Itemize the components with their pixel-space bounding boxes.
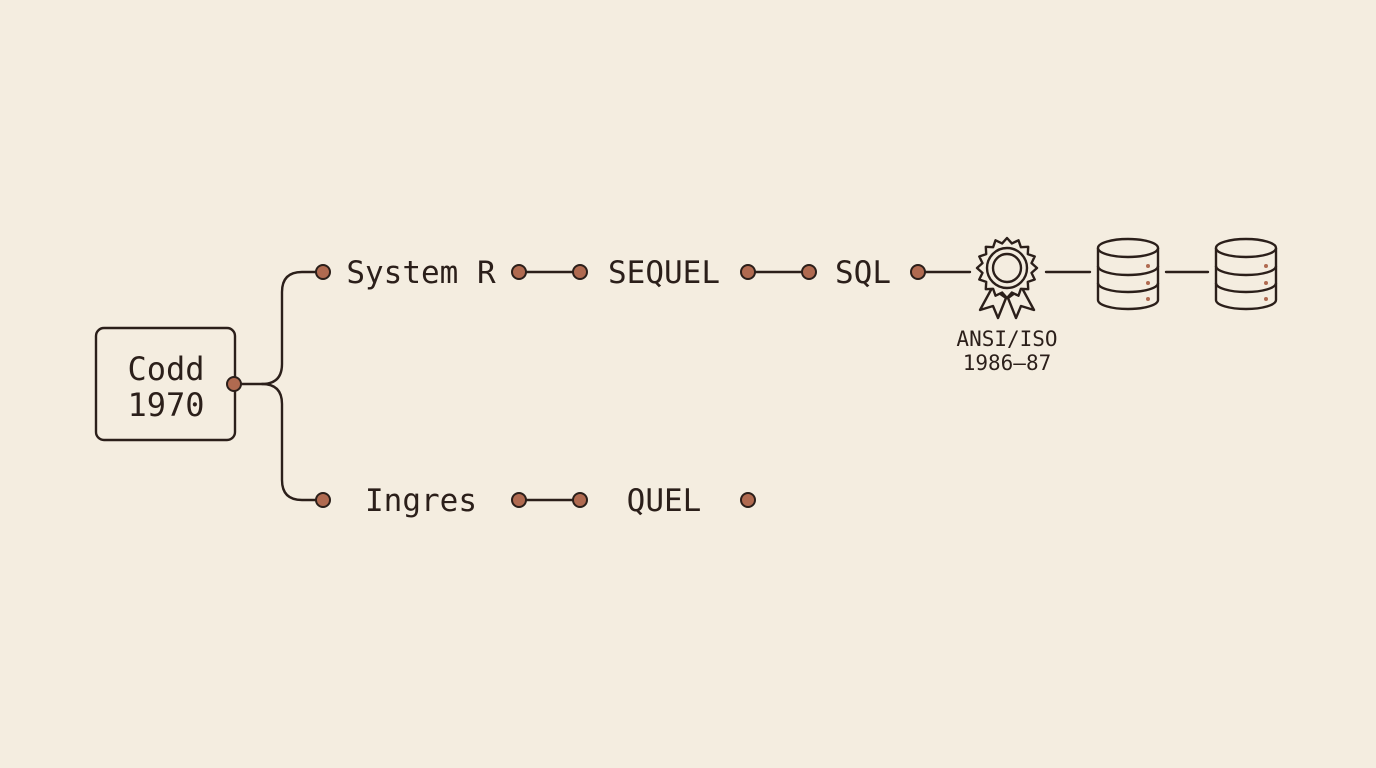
- database-band-2: [1096, 282, 1160, 294]
- quel-in-dot: [572, 492, 588, 508]
- ribbon-left: [978, 286, 1008, 320]
- database-band-2: [1214, 282, 1278, 294]
- branch-connectors: [233, 270, 325, 502]
- node-system-r: System R: [346, 255, 496, 291]
- seal-outline: [975, 236, 1039, 300]
- database-led-2: [1146, 281, 1150, 285]
- quel-out-dot: [740, 492, 756, 508]
- database-top: [1096, 237, 1160, 259]
- connector-to-ingres: [260, 382, 325, 502]
- node-sql: SQL: [835, 255, 891, 291]
- system-r-in-dot: [315, 264, 331, 280]
- database-band-1: [1214, 265, 1278, 277]
- database-led-3: [1264, 297, 1268, 301]
- sql-in-dot: [801, 264, 817, 280]
- sequel-in-dot: [572, 264, 588, 280]
- database-led-3: [1146, 297, 1150, 301]
- database-top: [1214, 237, 1278, 259]
- database-band-1: [1096, 265, 1160, 277]
- connector-to-system-r: [233, 270, 325, 386]
- database-led-1: [1146, 264, 1150, 268]
- ribbon-right: [1006, 286, 1036, 320]
- database-icon: [1214, 237, 1278, 311]
- origin-node: Codd 1970: [94, 326, 237, 442]
- node-ingres: Ingres: [365, 483, 477, 519]
- sequel-out-dot: [740, 264, 756, 280]
- ingres-in-dot: [315, 492, 331, 508]
- standard-years: 1986–87: [963, 351, 1052, 375]
- connector-dots: [226, 264, 926, 508]
- node-sequel: SEQUEL: [608, 255, 720, 291]
- origin-year: 1970: [127, 386, 204, 424]
- database-led-1: [1264, 264, 1268, 268]
- award-ribbon-icon: [975, 236, 1039, 320]
- standard-label: ANSI/ISO: [956, 327, 1057, 351]
- database-body: [1214, 248, 1278, 311]
- database-led-2: [1264, 281, 1268, 285]
- system-r-out-dot: [511, 264, 527, 280]
- origin-dot: [226, 376, 242, 392]
- database-body: [1096, 248, 1160, 311]
- node-quel: QUEL: [627, 483, 702, 519]
- database-icon: [1096, 237, 1160, 311]
- ingres-out-dot: [511, 492, 527, 508]
- seal-inner-ring: [991, 252, 1023, 284]
- origin-name: Codd: [127, 350, 204, 388]
- sql-out-dot: [910, 264, 926, 280]
- seal-outer-ring: [985, 246, 1029, 290]
